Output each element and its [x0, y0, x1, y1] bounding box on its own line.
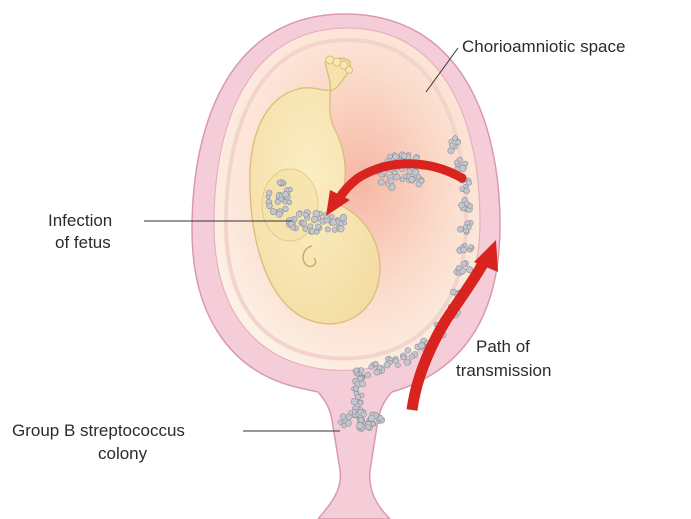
- bacterium: [332, 227, 337, 232]
- bacterium: [270, 209, 276, 215]
- bacterium: [325, 227, 330, 232]
- bacterium: [277, 180, 282, 185]
- label-path-line2: transmission: [456, 360, 551, 381]
- bacterium: [283, 206, 289, 212]
- bacterium: [276, 211, 282, 217]
- bacterium: [366, 425, 371, 430]
- bacterium: [457, 226, 463, 232]
- bacterium: [378, 416, 383, 421]
- bacterium: [304, 212, 309, 217]
- bacterium: [419, 178, 424, 183]
- bacterium: [330, 214, 335, 219]
- bacterium: [338, 226, 344, 232]
- bacterium: [388, 154, 393, 159]
- bacterium: [368, 415, 375, 422]
- bacterium: [393, 154, 399, 160]
- label-infection-line1: Infection: [48, 210, 112, 231]
- bacterium: [308, 224, 313, 229]
- bacterium: [267, 203, 273, 209]
- bacterium: [360, 381, 366, 387]
- bacterium: [340, 214, 347, 221]
- bacterium: [456, 265, 461, 270]
- bacterium: [303, 227, 308, 232]
- bacterium: [409, 354, 414, 359]
- bacterium: [401, 153, 407, 159]
- bacterium: [384, 362, 390, 368]
- bacterium: [369, 364, 374, 369]
- bacterium: [358, 401, 363, 406]
- bacterium: [296, 211, 302, 217]
- bacterium: [459, 202, 465, 208]
- bacterium: [463, 225, 468, 230]
- bacterium: [314, 230, 319, 235]
- bacterium: [340, 414, 346, 420]
- bacterium: [468, 203, 473, 208]
- bacterium: [349, 411, 353, 415]
- bacterium: [338, 420, 343, 425]
- bacterium: [405, 348, 411, 354]
- bacterium: [461, 247, 467, 253]
- bacterium: [377, 365, 382, 370]
- bacterium: [404, 359, 410, 365]
- bacterium: [330, 220, 336, 226]
- bacterium: [358, 417, 363, 422]
- bacterium: [354, 368, 359, 373]
- bacterium: [378, 179, 384, 185]
- bacterium: [357, 422, 364, 429]
- bacterium: [461, 261, 467, 267]
- bacterium: [393, 358, 398, 363]
- bacterium: [282, 191, 288, 197]
- bacterium: [409, 177, 415, 183]
- label-path-line1: Path of: [476, 336, 530, 357]
- label-chorioamniotic-space: Chorioamniotic space: [462, 36, 625, 57]
- bacterium: [469, 245, 473, 249]
- bacterium: [315, 224, 321, 230]
- bacterium: [459, 165, 466, 172]
- bacterium: [361, 412, 366, 417]
- bacterium: [388, 178, 394, 184]
- bacterium: [353, 386, 358, 391]
- bacterium: [416, 175, 421, 180]
- bacterium: [287, 200, 292, 205]
- bacterium: [450, 143, 456, 149]
- bacterium: [418, 342, 424, 348]
- label-infection-line2: of fetus: [55, 232, 111, 253]
- bacterium: [313, 210, 320, 217]
- bacterium: [373, 361, 378, 366]
- label-gbs-line2: colony: [98, 443, 147, 464]
- bacterium: [288, 187, 293, 192]
- bacterium: [302, 221, 307, 226]
- bacterium: [266, 190, 272, 196]
- bacterium: [450, 289, 456, 295]
- bacterium: [464, 188, 470, 194]
- bacterium: [454, 160, 459, 165]
- label-gbs-line1: Group B streptococcus: [12, 420, 185, 441]
- bacterium: [275, 199, 280, 204]
- bacterium: [351, 398, 358, 405]
- bacterium: [339, 221, 344, 226]
- bacterium: [365, 372, 371, 378]
- bacterium: [342, 423, 347, 428]
